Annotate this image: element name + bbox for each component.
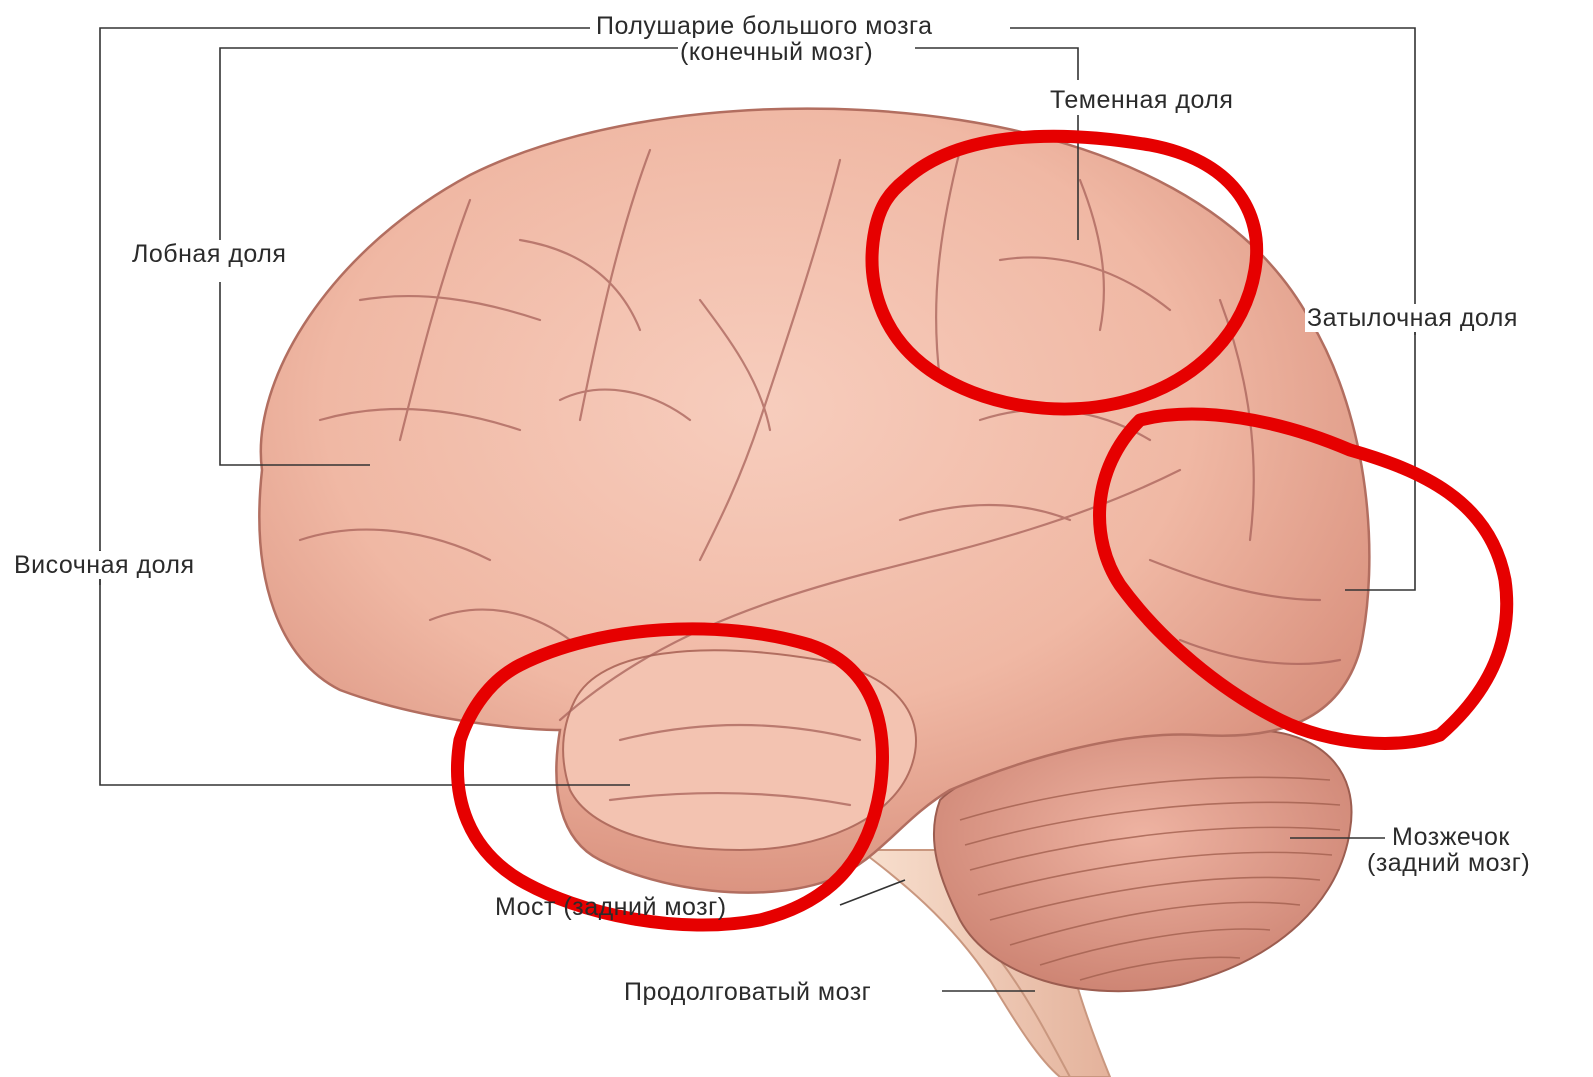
pons-label: Мост (задний мозг) [493,893,729,921]
telencephalon-bracket-right [915,48,1078,80]
parietal-lobe-label: Теменная доля [1048,86,1235,114]
cerebellum-label-line1: Мозжечок [1390,823,1512,851]
occipital-lobe-label: Затылочная доля [1305,304,1520,332]
medulla-label: Продолговатый мозг [622,978,873,1006]
pons-leader [840,880,905,905]
hemisphere-label-line1: Полушарие большого мозга [594,12,935,40]
temporal-lobe-label: Височная доля [12,551,197,579]
frontal-lobe-label: Лобная доля [130,240,288,268]
hemisphere-label-line2: (конечный мозг) [678,38,875,66]
cerebellum-label-line2: (задний мозг) [1365,849,1532,877]
